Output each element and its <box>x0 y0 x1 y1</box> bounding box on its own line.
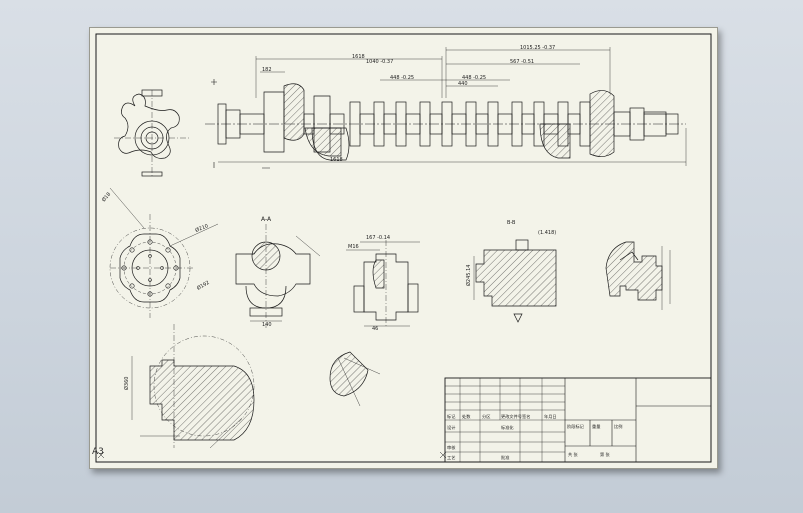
flange-hole-view: Ø18 Ø210 Ø192 <box>100 187 219 318</box>
dim-label: Ø360 <box>123 377 130 390</box>
journal-section-view: B-B Ø245.14 (1.418) <box>465 220 557 323</box>
tb-cell: 审核 <box>447 444 456 451</box>
dim-label: 448 -0.25 <box>390 75 414 81</box>
inner-border <box>95 33 712 463</box>
dim-label: 1040 -0.37 <box>366 59 393 65</box>
dim-label: 182 <box>262 67 272 73</box>
section-aa-view: A-A 140 <box>235 216 321 328</box>
dim-label: 448 -0.25 <box>462 75 486 81</box>
tb-cell: 签名 <box>522 413 530 420</box>
section-label: A-A <box>261 216 272 223</box>
detail-profile-view <box>605 241 671 310</box>
dim-label: M16 <box>348 244 359 250</box>
tb-cell: 阶段标记 <box>567 423 585 430</box>
section-label: B-B <box>507 220 516 226</box>
dim-label: 167 -0.14 <box>366 235 390 241</box>
tb-cell: 重量 <box>592 423 600 430</box>
end-view-flange <box>114 89 190 178</box>
dim-label: 1618 <box>330 157 343 163</box>
tb-cell: 标准化 <box>501 424 514 431</box>
tb-cell: 标记 <box>447 413 456 420</box>
dim-label: 1618 <box>352 54 365 60</box>
tb-cell: 第 张 <box>600 451 611 458</box>
dim-label: Ø245.14 <box>465 265 472 286</box>
throw-series <box>349 101 591 147</box>
tb-cell: 分区 <box>482 413 490 420</box>
tb-cell: 批准 <box>501 454 509 461</box>
tb-cell: 比例 <box>614 423 622 430</box>
tb-cell: 更改文件号 <box>501 413 522 420</box>
pin-section-view <box>329 351 381 407</box>
dim-label: 440 <box>458 81 468 87</box>
dim-label: 46 <box>372 326 378 332</box>
crankshaft-main-view: 1618 1040 -0.37 1015.25 -0.37 567 -0.51 … <box>205 45 687 169</box>
tb-cell: 共 张 <box>568 451 579 458</box>
dim-label: Ø210 <box>194 222 209 234</box>
counterweight-section-view: Ø360 <box>123 324 255 449</box>
dim-label: 1015.25 -0.37 <box>520 45 555 51</box>
title-block: 标记 处数 分区 更改文件号 签名 年月日 设计 标准化 审核 工艺 批准 阶段… <box>444 377 712 463</box>
tb-cell: 设计 <box>447 424 455 431</box>
dim-label: 567 -0.51 <box>510 59 534 65</box>
tb-cell: 工艺 <box>447 455 455 460</box>
section-bb-view: 167 -0.14 M16 46 <box>346 235 420 332</box>
dim-label: (1.418) <box>538 230 556 236</box>
tb-cell: 处数 <box>462 413 471 420</box>
drawing-sheet: A3 <box>89 27 718 469</box>
dim-label: Ø18 <box>100 191 112 203</box>
tb-cell: 年月日 <box>544 413 557 420</box>
dim-label: Ø192 <box>196 279 211 292</box>
sheet-size-label: A3 <box>92 447 104 457</box>
drawing-canvas: A3 <box>92 33 712 463</box>
dim-label: 140 <box>262 322 272 328</box>
